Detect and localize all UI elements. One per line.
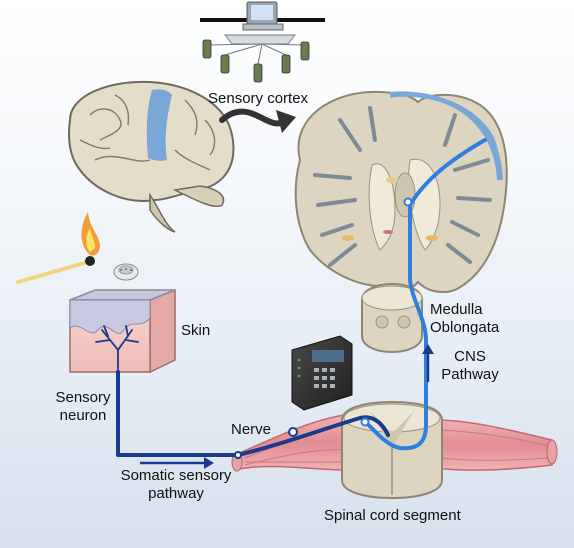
computer-network-icon: [200, 1, 325, 83]
label-medulla-line2: Oblongata: [430, 319, 500, 336]
somatic-right-arrow: [140, 457, 214, 469]
label-sensory-cortex: Sensory cortex: [208, 90, 309, 107]
medulla-oblongata: [361, 282, 423, 354]
brain-icon: [68, 80, 235, 233]
flame-icon: [16, 212, 100, 284]
label-cns-pathway: CNS Pathway: [438, 348, 502, 384]
somatic-sensory-pathway: [116, 370, 390, 457]
label-medulla-line1: Medulla: [430, 301, 483, 318]
cns-pathway: [363, 138, 487, 451]
label-cns-line2: Pathway: [441, 366, 499, 383]
label-sensory-neuron-line2: neuron: [59, 407, 107, 424]
label-nerve: Nerve: [231, 421, 272, 438]
brain-coronal-section: [294, 90, 508, 293]
control-panel-icon: [291, 335, 353, 411]
label-skin: Skin: [181, 322, 211, 339]
label-sensory-neuron: Sensory neuron: [52, 389, 114, 425]
smoke-detector-icon: [113, 263, 139, 281]
skin-block: [69, 288, 176, 374]
label-sensory-neuron-line1: Sensory: [55, 389, 111, 406]
curved-arrow: [219, 108, 288, 127]
nerve-endings: [95, 325, 139, 373]
label-cns-line1: CNS: [454, 348, 486, 365]
label-somatic-sensory-pathway: Somatic sensory pathway: [112, 467, 240, 503]
label-somatic-line2: pathway: [148, 485, 204, 502]
cns-up-arrow: [422, 344, 434, 382]
label-medulla-oblongata: Medulla Oblongata: [430, 301, 499, 337]
label-somatic-line1: Somatic sensory: [120, 467, 232, 484]
label-spinal-cord-segment: Spinal cord segment: [324, 507, 461, 524]
